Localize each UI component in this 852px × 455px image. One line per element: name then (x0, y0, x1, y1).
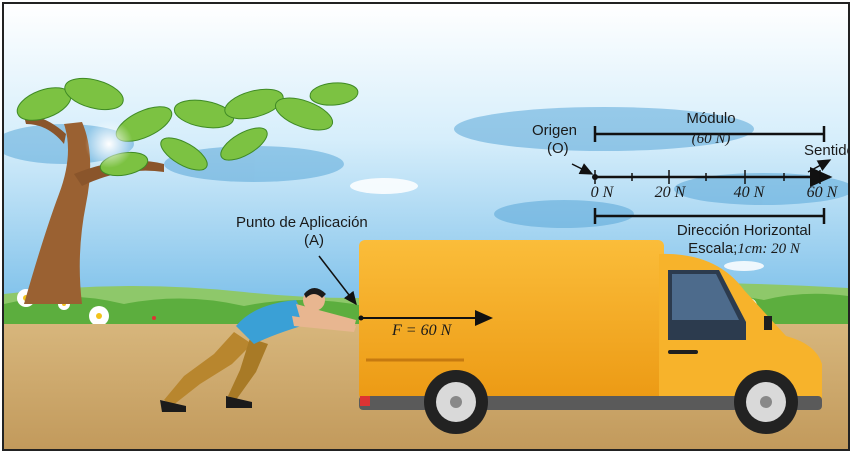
tick-label: 60 N (806, 184, 838, 201)
origin-pointer (571, 163, 594, 175)
origin-label: Origen (532, 122, 578, 139)
application-pointer (318, 255, 357, 306)
direction-bracket (593, 208, 826, 224)
door-handle (668, 350, 698, 354)
modulus-bracket (593, 126, 826, 142)
scene (4, 4, 848, 449)
sense-label: Sentido (804, 142, 848, 159)
rear-wheel (424, 370, 488, 434)
sense-pointer (807, 159, 832, 173)
shirt (236, 300, 308, 344)
origin-symbol: (O) (547, 140, 569, 157)
tree (16, 77, 359, 304)
tick-label: 0 N (590, 184, 614, 201)
scale-value: 1cm: 20 N (737, 241, 800, 257)
man-pushing (160, 288, 356, 412)
application-point-symbol: (A) (304, 232, 324, 249)
tick-label: 20 N (654, 184, 686, 201)
direction-label: Dirección Horizontal (676, 222, 812, 239)
modulus-label: Módulo (686, 110, 736, 127)
van-cargo-box (359, 240, 664, 400)
scale-prefix: Escala; (688, 240, 738, 257)
scale-axis (592, 167, 833, 187)
front-wheel (734, 370, 798, 434)
scale-label: Escala;1cm: 20 N (688, 240, 800, 258)
point-a (358, 315, 364, 321)
force-label: F = 60 N (392, 322, 452, 339)
tick-label: 40 N (733, 184, 765, 201)
sun-glare (85, 120, 133, 168)
application-point-label: Punto de Aplicación (236, 214, 368, 231)
van (359, 240, 822, 434)
modulus-value: (60 N) (691, 131, 731, 147)
small-cloud (350, 178, 418, 194)
